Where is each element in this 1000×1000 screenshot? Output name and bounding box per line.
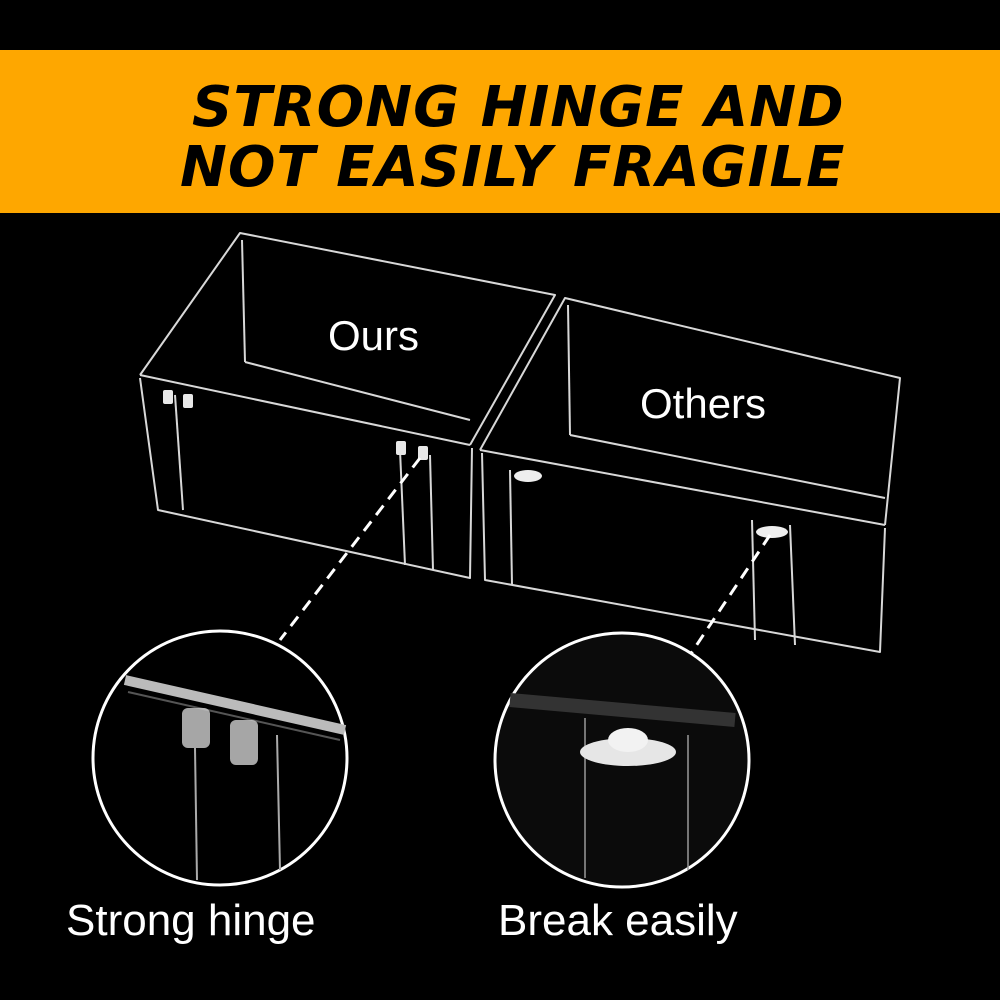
headline-line-2: NOT EASILY FRAGILE [180, 135, 846, 200]
others-label: Others [640, 380, 767, 427]
headline-banner: STRONG HINGE AND NOT EASILY FRAGILE [0, 50, 1000, 213]
callout-dashed-lines [278, 457, 772, 671]
hinges-others [514, 470, 788, 538]
zoom-circle-left [91, 629, 349, 887]
ours-label: Ours [328, 312, 420, 359]
headline-line-1: STRONG HINGE AND [192, 75, 845, 140]
hinges-ours [163, 390, 428, 460]
box-ours [139, 232, 556, 579]
zoom-circle-right [493, 631, 751, 889]
box-others [479, 297, 901, 653]
strong-hinge-caption: Strong hinge [66, 896, 316, 945]
break-easily-caption: Break easily [498, 896, 738, 945]
